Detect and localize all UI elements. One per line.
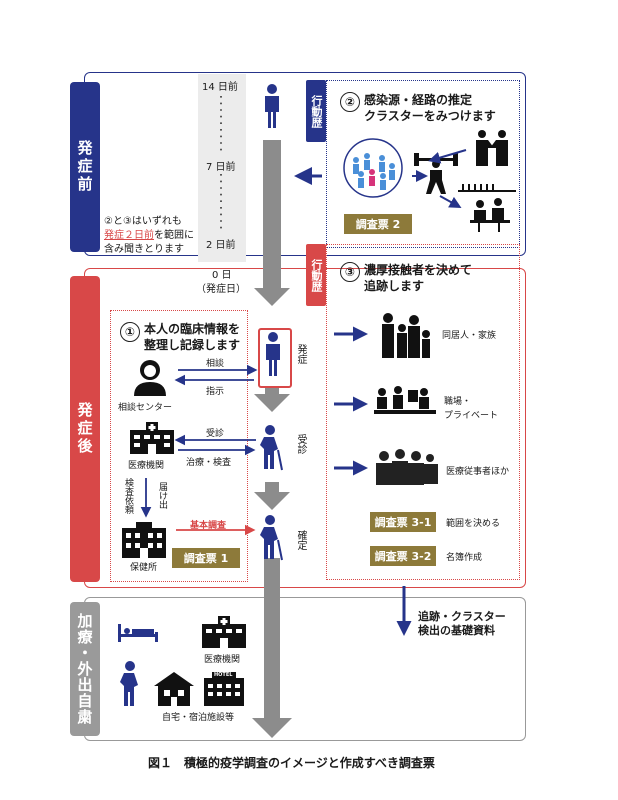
confirmed-person-icon [260, 515, 283, 561]
section1-title1: 本人の臨床情報を [144, 322, 241, 336]
test-request-label: 検査依頼 [123, 478, 133, 514]
status-visit: 受診 [295, 434, 306, 454]
history-tag-2: 行動歴 [306, 244, 326, 306]
status-confirmed: 確定 [295, 530, 306, 550]
bottom-medical-label: 医療機関 [204, 655, 241, 665]
timeline-0-sub: （発症日） [196, 284, 246, 295]
coughing-person-icon [120, 661, 138, 706]
trace-line2: 検出の基礎資料 [418, 624, 495, 637]
section3-number: ③ [340, 262, 360, 282]
work-label-1: 職場・ [444, 397, 472, 407]
timeline-14: 14 日前 [202, 82, 238, 93]
section3-title2: 追跡します [364, 279, 425, 293]
section3-box [326, 244, 520, 580]
medical-label: 医療機関 [128, 461, 165, 471]
handshake-icon [476, 130, 508, 166]
status-onset: 発症 [295, 344, 306, 364]
sheet32-badge: 調査票 3-2 [370, 546, 436, 566]
section2-title1: 感染源・経路の推定 [364, 93, 473, 107]
sheet1-badge: 調査票 1 [172, 548, 240, 568]
visit-arrow-label: 受診 [206, 429, 225, 439]
bar-icon [458, 184, 516, 232]
cluster-icon [343, 138, 403, 198]
treat-arrow-label: 治療・検査 [186, 458, 232, 468]
medical-staff-label: 医療従事者ほか [446, 467, 510, 477]
hospital-icon [130, 422, 174, 454]
timeline-band [198, 74, 246, 262]
section1-title2: 整理し記録します [144, 338, 241, 352]
medical-staff-icon [376, 449, 438, 485]
onset-person-icon [266, 332, 280, 376]
consult-arrow-label: 相談 [206, 359, 225, 369]
health-center-label: 保健所 [130, 563, 158, 573]
section2-title2: クラスターをみつけます [364, 109, 496, 123]
hotel-icon [204, 672, 244, 706]
note-line1: ②と③はいずれも [104, 216, 182, 227]
workplace-icon [374, 386, 436, 414]
bed-icon [118, 624, 158, 642]
home-hotel-label: 自宅・宿泊施設等 [162, 713, 235, 723]
hotel-sign: HOTEL [214, 672, 233, 678]
timeline-0: 0 日 [212, 270, 232, 281]
work-label-2: プライベート [444, 411, 499, 421]
sheet2-badge: 調査票 2 [344, 214, 412, 234]
note-line2: 発症２日前を範囲に [104, 230, 194, 241]
timeline-7: 7 日前 [206, 162, 236, 173]
report-label: 届け出 [157, 482, 167, 509]
bottom-hospital-icon [202, 616, 246, 648]
sheet31-badge: 調査票 3-1 [370, 512, 436, 532]
basic-survey-label: 基本調査 [190, 521, 227, 531]
trace-line1: 追跡・クラスター [418, 610, 506, 623]
visit-person-icon [260, 425, 283, 471]
history-tag-1: 行動歴 [306, 80, 326, 142]
phase-isolation-label: 加療・外出自粛 [70, 602, 100, 736]
note-red: 発症２日前 [104, 230, 154, 241]
health-center-icon [122, 522, 166, 558]
sheet31-desc: 範囲を決める [446, 519, 501, 529]
family-label: 同居人・家族 [442, 331, 497, 341]
consult-center-label: 相談センター [118, 403, 173, 413]
section2-number: ② [340, 92, 360, 112]
figure-caption: 図１ 積極的疫学調査のイメージと作成すべき調査票 [148, 756, 435, 770]
family-icon [382, 313, 430, 358]
phase-before-label: 発症前 [70, 82, 100, 252]
note-line3: 含み聞きとります [104, 244, 184, 255]
instruct-arrow-label: 指示 [206, 387, 225, 397]
timeline-2: 2 日前 [206, 240, 236, 251]
sheet32-desc: 名簿作成 [446, 553, 483, 563]
person-icon [265, 84, 279, 128]
phase-after-label: 発症後 [70, 276, 100, 582]
section1-number: ① [120, 322, 140, 342]
section3-title1: 濃厚接触者を決めて [364, 263, 473, 277]
operator-icon [134, 360, 166, 396]
section2-box [326, 80, 520, 248]
house-icon [154, 672, 194, 706]
